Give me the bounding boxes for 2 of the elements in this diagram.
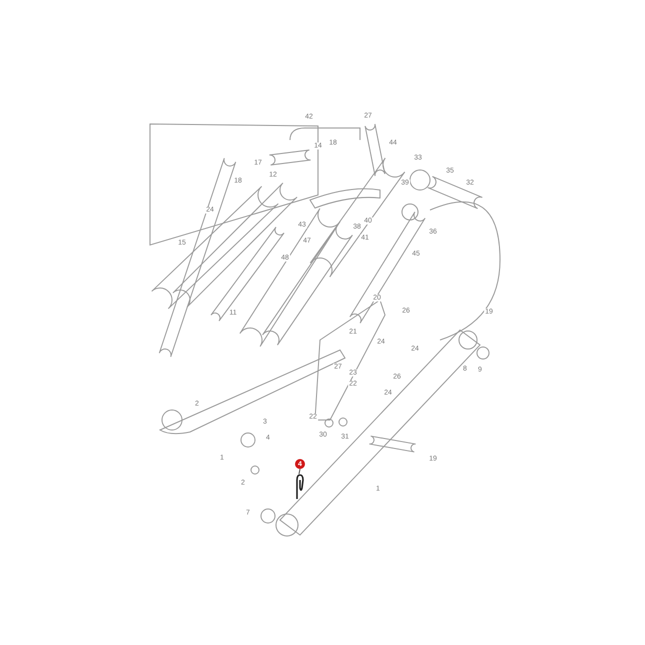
leader-line bbox=[298, 468, 300, 474]
clip-pin-drawing bbox=[293, 474, 305, 500]
